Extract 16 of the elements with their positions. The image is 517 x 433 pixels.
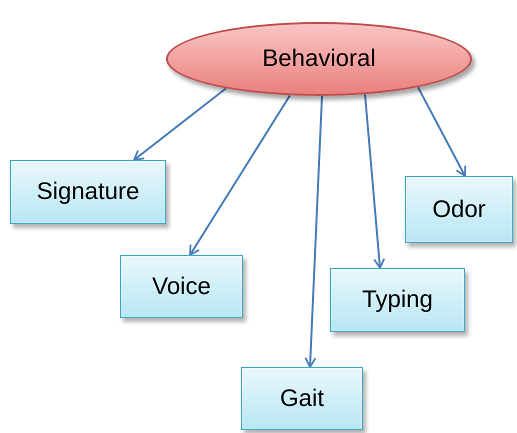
node-label: Typing bbox=[362, 285, 433, 315]
arrow bbox=[417, 86, 466, 177]
node-label: Voice bbox=[152, 272, 211, 302]
item-box bbox=[330, 268, 465, 332]
item-box bbox=[10, 160, 166, 224]
node-label: Odor bbox=[432, 194, 486, 224]
arrow bbox=[304, 96, 323, 368]
node-label: Signature bbox=[36, 177, 140, 207]
node-label: Behavioral bbox=[262, 44, 376, 74]
arrow bbox=[364, 94, 386, 269]
item-box bbox=[241, 367, 363, 430]
item-box bbox=[405, 176, 513, 243]
item-box bbox=[120, 255, 243, 318]
node-label: Gait bbox=[280, 384, 324, 414]
arrow bbox=[133, 88, 227, 161]
arrow bbox=[189, 94, 291, 256]
